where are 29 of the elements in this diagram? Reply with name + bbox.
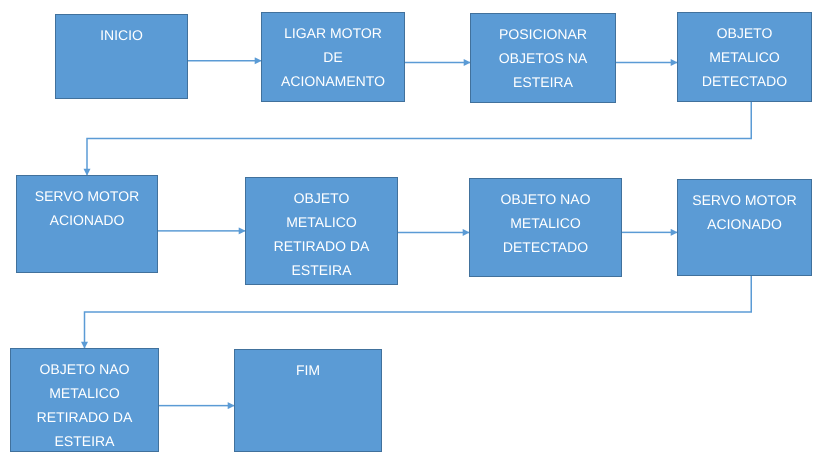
step-label: OBJETO METALICO RETIRADO DA ESTEIRA (272, 189, 370, 280)
process-box (55, 14, 188, 99)
step-label: INICIO (99, 26, 144, 45)
arrow (158, 227, 246, 234)
process-box (234, 349, 382, 452)
step-label: FIM (294, 361, 322, 380)
arrow (622, 228, 678, 236)
step-label: POSICIONAR OBJETOS NA ESTEIRA (498, 25, 588, 92)
process-box (677, 12, 812, 102)
step-label: OBJETO METALICO DETECTADO (700, 24, 788, 91)
arrow (616, 59, 678, 66)
step-label: OBJETO NAO METALICO RETIRADO DA ESTEIRA (36, 360, 134, 451)
arrow (405, 59, 471, 66)
process-box (245, 177, 398, 285)
process-box (16, 175, 158, 273)
process-box (261, 12, 405, 102)
step-label: LIGAR MOTOR DE ACIONAMENTO (280, 24, 386, 91)
process-box (10, 348, 159, 452)
arrow (159, 402, 235, 410)
step-label: SERVO MOTOR ACIONADO (691, 191, 798, 234)
process-box (469, 178, 622, 277)
arrow (398, 228, 470, 236)
arrow (81, 276, 752, 349)
process-box (470, 13, 616, 103)
step-label: OBJETO NAO METALICO DETECTADO (500, 190, 592, 257)
process-box (677, 179, 812, 276)
arrow (84, 102, 752, 176)
step-label: SERVO MOTOR ACIONADO (34, 187, 140, 230)
arrow (188, 57, 262, 64)
